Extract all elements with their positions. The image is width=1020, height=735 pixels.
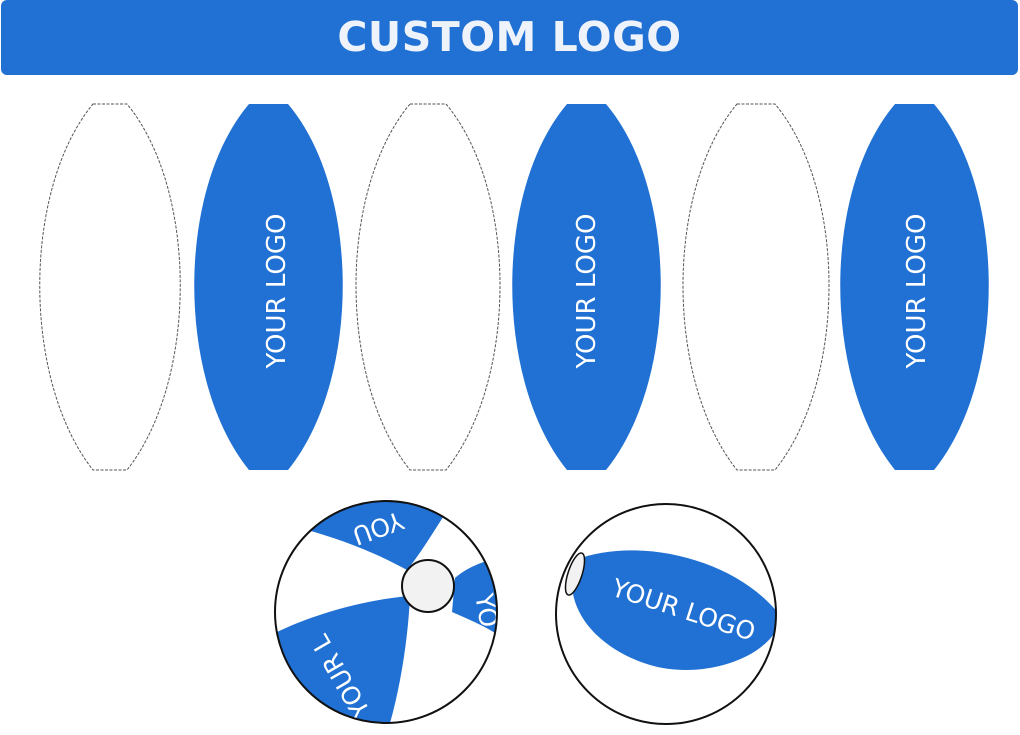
panel-5 [682,103,830,471]
panel-2-logo-text: YOUR LOGO [262,214,292,370]
ball-front-valve-cap [401,559,455,613]
panel-4: YOUR LOGO [512,104,661,470]
beach-ball-front-view: YOU YO YOUR L [274,500,504,724]
panel-6: YOUR LOGO [840,104,989,470]
beach-ball-side-view: YOUR LOGO [555,503,777,725]
ball-front-label-right: YO [469,590,504,629]
banner-title: CUSTOM LOGO [337,13,682,61]
panel-6-shape [840,104,989,470]
panel-4-logo-text: YOUR LOGO [572,214,602,370]
panel-5-shape [682,103,830,471]
panel-2: YOUR LOGO [194,104,343,470]
panel-2-shape [194,104,343,470]
panel-3-shape [355,103,501,471]
panel-1 [39,103,181,471]
ball-side-logo-band [571,550,776,670]
panel-1-shape [39,103,181,471]
title-banner: CUSTOM LOGO [1,0,1018,75]
ball-side-valve-cap [564,552,586,596]
panel-4-shape [512,104,661,470]
panel-6-logo-text: YOUR LOGO [902,214,932,370]
panel-3 [355,103,501,471]
